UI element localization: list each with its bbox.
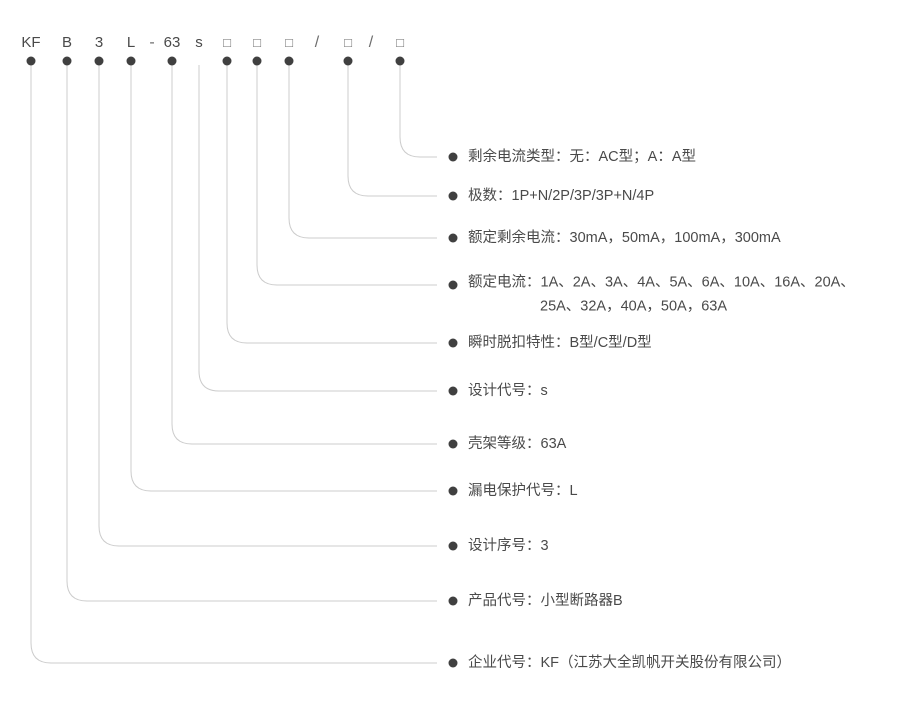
node-dot [126,56,136,66]
callout-label-pole-number: 极数：1P+N/2P/3P/3P+N/4P [468,184,654,208]
code-token: KF [21,34,41,51]
code-token: - [149,34,155,51]
callout-dot [448,386,458,396]
callout-dot [448,338,458,348]
code-token: s [195,34,203,51]
code-token: / [368,34,374,51]
callout-dot [448,191,458,201]
callout-label-residual-current-type: 剩余电流类型：无：AC型；A：A型 [468,145,696,169]
leader-line [399,65,437,158]
callout-label-product-code: 产品代号：小型断路器B [468,589,623,613]
callout-label-text: 设计代号：s [468,383,548,399]
node-dot [167,56,177,66]
callout-dot [448,658,458,668]
code-token: □ [285,35,293,50]
callout-label-text: 瞬时脱扣特性：B型/C型/D型 [468,335,652,351]
leader-line [226,65,437,344]
callout-label-text: 额定电流：1A、2A、3A、4A、5A、6A、10A、16A、20A、 [468,274,855,291]
callout-label-enterprise-code: 企业代号：KF（江苏大全凯帆开关股份有限公司） [468,651,791,675]
code-token: B [61,34,73,51]
callout-label-rated-residual-current: 额定剩余电流：30mA，50mA，100mA，300mA [468,226,781,250]
callout-label-text-line2: 25A、32A，40A，50A，63A [540,298,727,315]
callout-dot [448,439,458,449]
node-dot [26,56,36,66]
code-token: L [126,34,136,51]
node-dot [252,56,262,66]
node-dot [62,56,72,66]
leader-line [130,65,437,492]
callout-label-text: 企业代号：KF（江苏大全凯帆开关股份有限公司） [468,655,792,671]
leader-line [98,65,437,547]
callout-dot [448,486,458,496]
node-dot [94,56,104,66]
callout-label-rated-current: 额定电流：1A、2A、3A、4A、5A、6A、10A、16A、20A、 25A、3… [468,271,855,319]
leader-line [198,65,437,392]
callout-label-text: 壳架等级：63A [468,436,567,452]
code-token: 3 [94,34,104,51]
leader-line [256,65,437,286]
callout-dot [448,541,458,551]
callout-label-text: 产品代号：小型断路器B [468,593,623,609]
leader-line [171,65,437,445]
leader-line [288,65,437,239]
code-token: / [314,34,320,51]
callout-label-text: 设计序号：3 [468,538,549,554]
leader-line [66,65,437,602]
node-dot [222,56,232,66]
callout-label-instantaneous-trip-characteristic: 瞬时脱扣特性：B型/C型/D型 [468,331,652,355]
callout-label-frame-rating: 壳架等级：63A [468,432,566,456]
callout-label-text: 漏电保护代号：L [468,483,578,499]
callout-dot [448,596,458,606]
code-token: □ [396,35,404,50]
callout-label-earth-leakage-protection-code: 漏电保护代号：L [468,479,578,503]
callout-label-text: 极数：1P+N/2P/3P/3P+N/4P [468,188,655,204]
code-token: □ [253,35,261,50]
node-dot [343,56,353,66]
code-token: □ [223,35,231,50]
node-dot [284,56,294,66]
callout-dot [448,280,458,290]
callout-label-text: 剩余电流类型：无：AC型；A：A型 [468,149,696,165]
callout-dot [448,152,458,162]
callout-label-text: 额定剩余电流：30mA，50mA，100mA，300mA [468,230,781,246]
leader-line [30,65,437,664]
callout-dot [448,233,458,243]
leader-line [347,65,437,197]
node-dot [395,56,405,66]
callout-label-design-code: 设计代号：s [468,379,548,403]
callout-label-design-serial-number: 设计序号：3 [468,534,549,558]
code-token: □ [344,35,352,50]
code-token: 63 [163,34,181,51]
